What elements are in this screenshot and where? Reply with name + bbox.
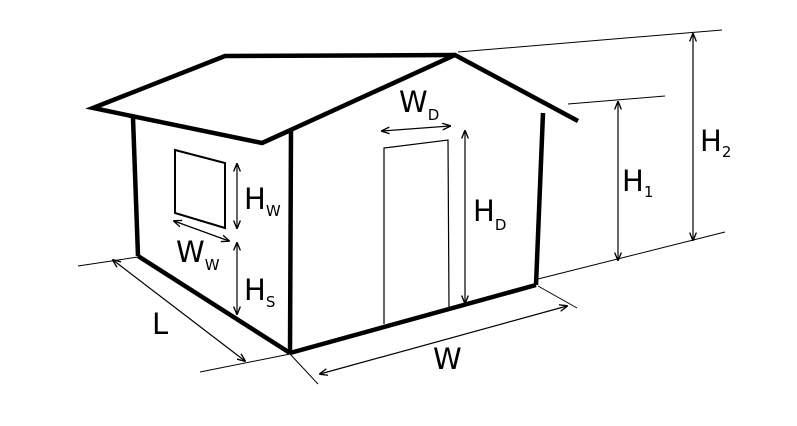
door-width-label: WD xyxy=(399,85,439,124)
front-wall-base xyxy=(289,282,537,356)
window-width-label: WW xyxy=(176,235,220,274)
door-height-label: HD xyxy=(473,194,506,234)
window-height-label: HW xyxy=(244,182,281,220)
front-wall-right-edge xyxy=(533,112,546,286)
door-width-arrow xyxy=(382,126,450,131)
wall-height-label: H1 xyxy=(622,164,653,201)
side-wall-back-edge xyxy=(130,117,141,257)
roof-height-label: H2 xyxy=(700,124,731,161)
length-label: L xyxy=(152,307,168,341)
door xyxy=(383,139,450,324)
roof-gable xyxy=(261,52,580,146)
window-width-arrow xyxy=(174,221,229,241)
window xyxy=(174,148,226,230)
extension-lines xyxy=(77,29,726,385)
wall-corner-edge xyxy=(287,129,294,354)
length-arrow xyxy=(113,260,245,361)
width-arrow xyxy=(320,306,567,374)
dimension-arrows xyxy=(113,34,693,374)
dimension-labels: H2 H1 WD HD HW WW HS L W xyxy=(152,85,731,376)
sill-height-label: HS xyxy=(244,273,275,311)
width-label: W xyxy=(433,342,462,376)
